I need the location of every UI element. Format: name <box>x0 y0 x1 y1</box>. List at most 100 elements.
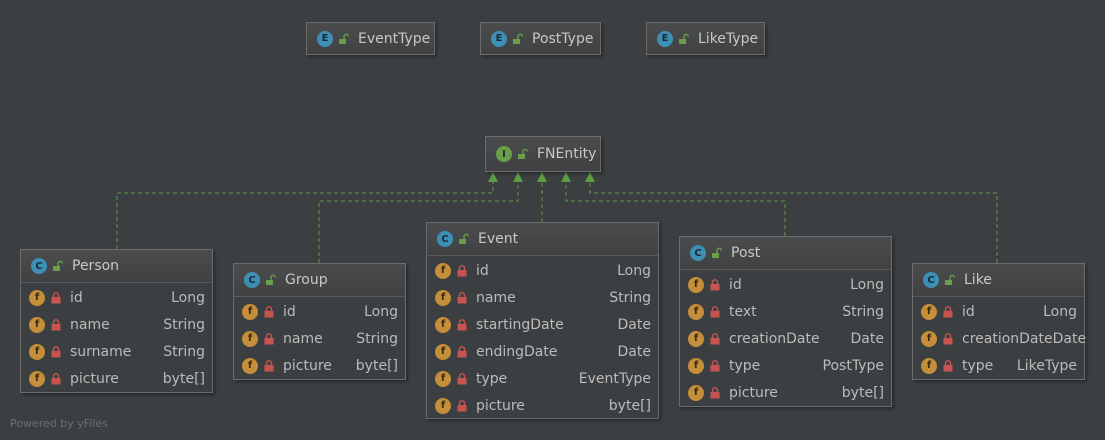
field-icon: f <box>435 262 451 279</box>
public-lock-icon <box>513 33 524 44</box>
field-name: id <box>70 289 83 306</box>
public-lock-icon <box>945 274 956 285</box>
node-header: I FNEntity <box>486 137 600 171</box>
enum-node-posttype[interactable]: E PostType <box>480 22 601 55</box>
field-name: type <box>476 370 508 387</box>
public-lock-icon <box>339 33 350 44</box>
field-type: Long <box>364 303 398 320</box>
node-header: C Post <box>680 237 891 270</box>
field-icon: f <box>435 289 451 306</box>
field-icon: f <box>435 316 451 333</box>
field-icon: f <box>242 330 258 347</box>
enum-name: PostType <box>532 30 594 47</box>
private-lock-icon <box>51 318 61 331</box>
node-header: C Like <box>913 264 1084 297</box>
public-lock-icon <box>266 274 277 285</box>
arrowhead-3 <box>537 172 547 182</box>
class-name: Like <box>964 272 992 288</box>
edge-post-fnentity <box>565 182 786 236</box>
interface-icon: I <box>496 146 512 162</box>
field-icon: f <box>688 330 704 347</box>
field-name: type <box>962 357 994 374</box>
enum-name: EventType <box>358 30 431 47</box>
private-lock-icon <box>710 359 720 372</box>
field-type: String <box>356 330 398 347</box>
field-name: picture <box>70 370 119 387</box>
public-lock-icon <box>679 33 690 44</box>
field-icon: f <box>242 357 258 374</box>
field-name: surname <box>70 343 132 360</box>
field-name: id <box>962 303 975 320</box>
enum-icon: E <box>491 30 507 47</box>
field-type: String <box>609 289 651 306</box>
arrowhead-1 <box>488 172 498 182</box>
private-lock-icon <box>457 345 467 358</box>
field-icon: f <box>242 303 258 320</box>
field-name: id <box>476 262 489 279</box>
private-lock-icon <box>264 359 274 372</box>
node-header: C Group <box>234 264 405 297</box>
enum-node-eventtype[interactable]: E EventType <box>306 22 435 55</box>
field-icon: f <box>921 357 937 374</box>
field-type: byte[] <box>608 397 651 414</box>
enum-name: LikeType <box>698 30 759 47</box>
node-header: C Event <box>427 223 658 256</box>
field-type: Long <box>1043 303 1077 320</box>
private-lock-icon <box>457 399 467 412</box>
field-type: String <box>842 303 884 320</box>
interface-name: FNEntity <box>537 146 597 162</box>
edge-person-fnentity <box>116 182 494 249</box>
field-icon: f <box>435 397 451 414</box>
private-lock-icon <box>943 305 953 318</box>
field-name: picture <box>729 384 778 401</box>
class-icon: C <box>437 231 453 247</box>
private-lock-icon <box>710 332 720 345</box>
public-lock-icon <box>459 233 470 244</box>
field-type: String <box>163 316 205 333</box>
field-type: Long <box>850 276 884 293</box>
field-icon: f <box>435 343 451 360</box>
private-lock-icon <box>457 264 467 277</box>
field-icon: f <box>688 303 704 320</box>
field-name: picture <box>283 357 332 374</box>
private-lock-icon <box>51 291 61 304</box>
field-type: EventType <box>578 370 651 387</box>
class-name: Post <box>731 245 761 261</box>
enum-node-liketype[interactable]: E LikeType <box>646 22 765 55</box>
field-icon: f <box>29 316 45 333</box>
interface-node-fnentity[interactable]: I FNEntity <box>485 136 601 172</box>
node-header: E LikeType <box>647 23 764 54</box>
field-name: creationDate <box>729 330 820 347</box>
private-lock-icon <box>264 332 274 345</box>
field-name: endingDate <box>476 343 558 360</box>
edge-group-fnentity <box>318 182 519 263</box>
